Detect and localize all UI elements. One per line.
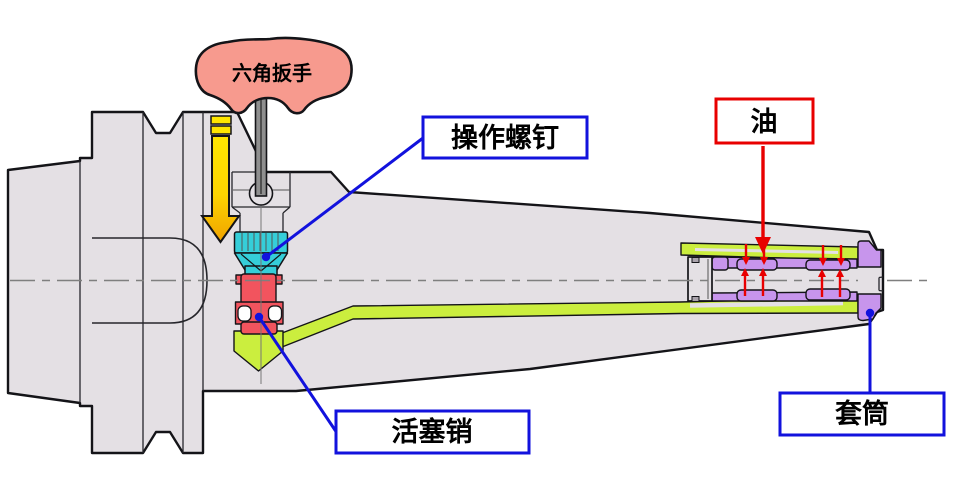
o-ring-right — [267, 305, 283, 322]
operation-screw-label: 操作螺钉 — [451, 123, 559, 153]
callout-box-operation-screw — [421, 115, 589, 160]
callout-box-sleeve — [778, 391, 946, 437]
callouts: 操作螺钉 活塞销 套筒 油 — [254, 97, 946, 455]
o-ring-left — [237, 305, 252, 322]
oil-system — [233, 242, 859, 372]
piston-pin — [234, 273, 284, 335]
callout-box-oil — [714, 97, 815, 145]
sleeve-end-bottom — [857, 293, 882, 322]
sleeve-gap-lower — [689, 300, 844, 308]
callout-box-piston-pin — [334, 409, 531, 455]
sleeve-gap-upper — [694, 248, 839, 254]
hex-wrench-label: 六角扳手 — [232, 61, 312, 85]
oil-label: 油 — [751, 107, 778, 137]
tool-holder-body — [6, 110, 885, 455]
sleeve-label: 套筒 — [835, 398, 889, 429]
sleeve-assembly — [687, 240, 882, 322]
hex-wrench: 六角扳手 — [194, 36, 353, 206]
piston-pin-label: 活塞销 — [392, 416, 473, 447]
hex-wrench-handle — [194, 36, 353, 115]
down-arrow-icon — [200, 135, 241, 244]
sleeve-end-top — [857, 240, 882, 268]
press-down-arrow — [200, 115, 241, 244]
oil-pressure-arrows — [741, 146, 845, 297]
